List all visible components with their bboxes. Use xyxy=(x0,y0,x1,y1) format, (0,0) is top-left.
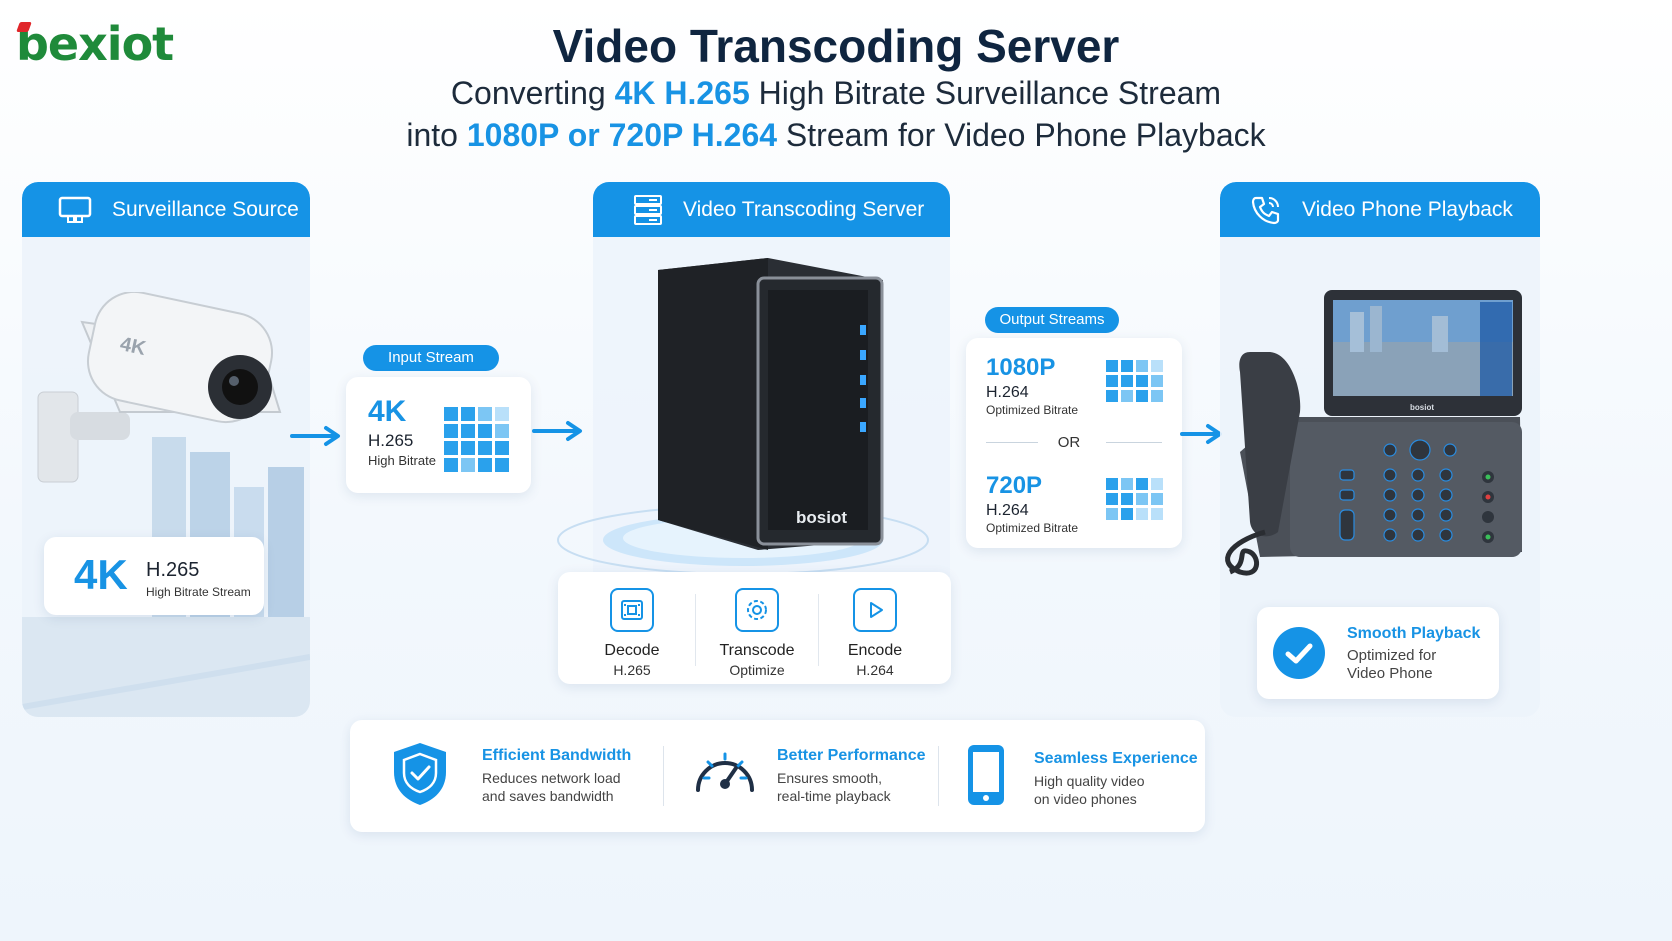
transcoding-server-header: Video Transcoding Server xyxy=(593,182,950,237)
server-brand-label: bosiot xyxy=(796,508,847,527)
gear-icon xyxy=(735,588,779,632)
input-description: High Bitrate xyxy=(368,453,436,468)
output-streams-card: 1080P H.264 Optimized Bitrate OR 720P H.… xyxy=(966,338,1182,548)
phone-call-icon xyxy=(1251,196,1280,224)
surveillance-camera-illustration: 4K xyxy=(37,292,282,483)
step-transcode-label: Transcode xyxy=(719,642,795,659)
benefit-better-performance: Better Performance Ensures smooth, real-… xyxy=(777,747,926,805)
step-decode-label: Decode xyxy=(604,642,660,659)
video-phone-title: Video Phone Playback xyxy=(1302,197,1513,221)
smooth-playback-card: Smooth Playback Optimized for Video Phon… xyxy=(1257,607,1499,699)
subtitle-line-1: Converting 4K H.265 High Bitrate Surveil… xyxy=(450,75,1222,111)
benefit-description-line: Ensures smooth, xyxy=(777,770,883,786)
step-decode-sub: H.265 xyxy=(613,662,651,678)
arrow-right-icon xyxy=(290,426,340,446)
camera-4k-mark: 4K xyxy=(118,333,148,360)
input-resolution: 4K xyxy=(368,395,407,428)
process-steps-card: Decode H.265 Transcode Optimize Encode H… xyxy=(558,572,951,684)
or-divider-left xyxy=(986,442,1038,443)
city-backdrop-illustration xyxy=(22,437,310,717)
arrow-right-icon xyxy=(532,421,582,441)
bitrate-blocks-graphic xyxy=(1106,478,1163,520)
logo-text: bexiot xyxy=(16,17,174,71)
source-codec: H.265 xyxy=(146,559,200,581)
benefit-seamless-experience: Seamless Experience High quality video o… xyxy=(1034,750,1198,808)
bitrate-blocks-graphic xyxy=(1106,360,1163,402)
video-phone-panel: Video Phone Playback bosiot xyxy=(1220,182,1540,717)
or-label: OR xyxy=(1057,434,1081,451)
source-resolution: 4K xyxy=(74,551,128,598)
phone-brand-label: bosiot xyxy=(1410,403,1434,412)
smooth-playback-line-1: Optimized for xyxy=(1347,647,1437,664)
shield-check-icon xyxy=(394,743,446,805)
step-divider xyxy=(818,594,819,666)
benefit-efficient-bandwidth: Efficient Bandwidth Reduces network load… xyxy=(482,747,631,805)
speedometer-icon xyxy=(696,752,754,792)
output-720p-description: Optimized Bitrate xyxy=(986,521,1079,535)
output-1080p-resolution: 1080P xyxy=(986,354,1056,381)
video-phone-illustration: bosiot xyxy=(1225,290,1522,576)
source-description: High Bitrate Stream xyxy=(146,585,251,599)
step-transcode: Transcode Optimize xyxy=(697,588,817,678)
benefit-title: Better Performance xyxy=(777,747,926,764)
step-divider xyxy=(695,594,696,666)
benefits-bar: Efficient Bandwidth Reduces network load… xyxy=(350,720,1205,832)
transcoding-server-title: Video Transcoding Server xyxy=(683,197,925,221)
benefit-divider xyxy=(663,746,664,806)
server-rack-icon xyxy=(634,194,662,225)
source-stream-card: 4K H.265 High Bitrate Stream xyxy=(44,537,264,615)
surveillance-source-panel: Surveillance Source 4K 4K H.265 High Bit… xyxy=(22,182,310,717)
page-title: Video Transcoding Server xyxy=(552,20,1120,72)
or-divider-right xyxy=(1106,442,1162,443)
subtitle-line-2: into 1080P or 720P H.264 Stream for Vide… xyxy=(406,117,1266,153)
step-transcode-sub: Optimize xyxy=(729,662,785,678)
benefit-description-line: real-time playback xyxy=(777,788,891,804)
smooth-playback-title: Smooth Playback xyxy=(1347,625,1481,642)
output-streams-label: Output Streams xyxy=(985,307,1119,333)
benefit-description-line: on video phones xyxy=(1034,791,1137,807)
benefit-title: Seamless Experience xyxy=(1034,750,1198,767)
smooth-playback-line-2: Video Phone xyxy=(1347,665,1433,682)
play-icon xyxy=(853,588,897,632)
brand-logo: bexiot xyxy=(16,16,176,72)
output-720p-resolution: 720P xyxy=(986,472,1043,499)
smartphone-icon xyxy=(968,745,1004,805)
input-stream-label: Input Stream xyxy=(363,345,499,371)
benefit-description-line: High quality video xyxy=(1034,773,1145,789)
bitrate-blocks-graphic xyxy=(444,407,509,472)
server-tower-illustration: bosiot xyxy=(557,258,929,575)
input-codec: H.265 xyxy=(368,431,414,450)
step-encode-sub: H.264 xyxy=(856,662,894,678)
output-720p-codec: H.264 xyxy=(986,502,1029,519)
step-encode-label: Encode xyxy=(847,642,903,659)
output-1080p-description: Optimized Bitrate xyxy=(986,403,1079,417)
surveillance-source-header: Surveillance Source xyxy=(22,182,310,237)
surveillance-source-title: Surveillance Source xyxy=(112,197,299,221)
step-decode: Decode H.265 xyxy=(572,588,692,678)
benefit-description-line: and saves bandwidth xyxy=(482,788,614,804)
benefit-divider xyxy=(938,746,939,806)
benefit-title: Efficient Bandwidth xyxy=(482,747,632,764)
input-stream-card: 4K H.265 High Bitrate xyxy=(346,377,531,493)
film-icon xyxy=(610,588,654,632)
benefit-description-line: Reduces network load xyxy=(482,770,621,786)
output-1080p-codec: H.264 xyxy=(986,384,1029,401)
step-encode: Encode H.264 xyxy=(815,588,935,678)
video-phone-header: Video Phone Playback xyxy=(1220,182,1540,237)
check-circle-icon xyxy=(1273,627,1325,679)
monitor-camera-icon xyxy=(58,196,92,223)
